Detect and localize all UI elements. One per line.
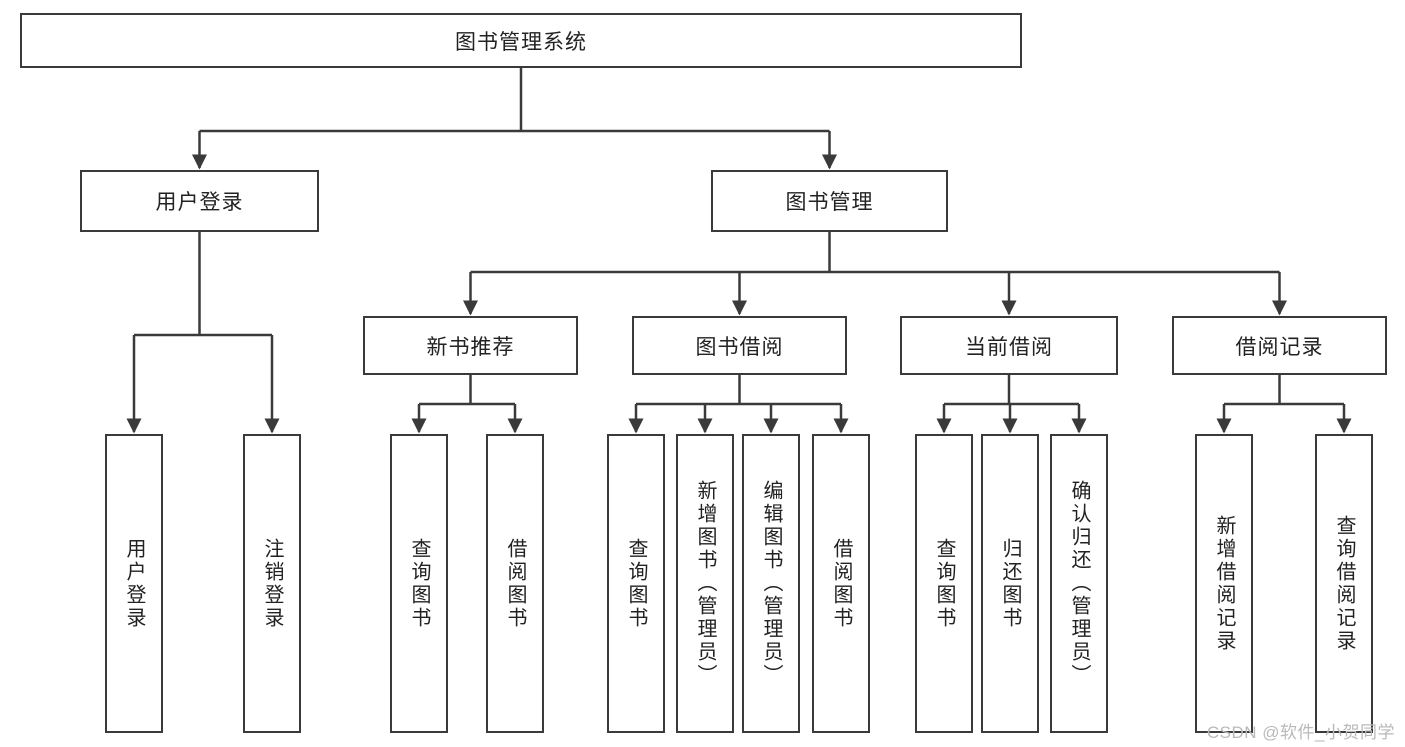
node-root[interactable]: 图书管理系统 <box>20 13 1022 68</box>
node-borrow-record[interactable]: 借阅记录 <box>1172 316 1387 375</box>
leaf-borrow-book-recommend[interactable]: 借阅图书 <box>486 434 544 733</box>
leaf-borrow-book[interactable]: 借阅图书 <box>812 434 870 733</box>
node-label: 归还图书 <box>999 537 1021 630</box>
node-label: 当前借阅 <box>965 335 1053 359</box>
node-label: 用户登录 <box>155 191 244 214</box>
leaf-edit-book[interactable]: 编辑图书（管理员） <box>742 434 800 733</box>
leaf-add-borrow-record[interactable]: 新增借阅记录 <box>1195 434 1253 733</box>
node-label: 新书推荐 <box>426 335 515 359</box>
node-label: 借阅图书 <box>504 537 526 630</box>
node-label: 查询借阅记录 <box>1333 514 1355 653</box>
node-current-borrow[interactable]: 当前借阅 <box>900 316 1118 375</box>
leaf-query-borrow-record[interactable]: 查询借阅记录 <box>1315 434 1373 733</box>
leaf-logout[interactable]: 注销登录 <box>243 434 301 733</box>
node-label: 确认归还（管理员） <box>1068 480 1090 687</box>
leaf-user-login[interactable]: 用户登录 <box>105 434 163 733</box>
node-new-book-recommend[interactable]: 新书推荐 <box>363 316 578 375</box>
node-label: 用户登录 <box>123 537 145 630</box>
node-label: 图书借阅 <box>695 335 784 359</box>
watermark: CSDN @软件_小贺同学 <box>1206 723 1395 742</box>
node-label: 注销登录 <box>261 537 283 630</box>
node-label: 新增图书（管理员） <box>694 480 716 687</box>
node-label: 查询图书 <box>625 537 647 630</box>
node-label: 新增借阅记录 <box>1213 514 1235 653</box>
leaf-return-book[interactable]: 归还图书 <box>981 434 1039 733</box>
node-label: 图书管理系统 <box>455 30 587 54</box>
node-label: 借阅图书 <box>830 537 852 630</box>
node-label: 查询图书 <box>408 537 430 630</box>
node-label: 查询图书 <box>933 537 955 630</box>
leaf-confirm-return[interactable]: 确认归还（管理员） <box>1050 434 1108 733</box>
node-book-manage[interactable]: 图书管理 <box>711 170 948 232</box>
leaf-query-book-recommend[interactable]: 查询图书 <box>390 434 448 733</box>
node-label: 编辑图书（管理员） <box>760 480 782 687</box>
node-label: 借阅记录 <box>1235 335 1324 359</box>
node-label: 图书管理 <box>785 191 874 214</box>
leaf-add-book[interactable]: 新增图书（管理员） <box>676 434 734 733</box>
leaf-query-book-current[interactable]: 查询图书 <box>915 434 973 733</box>
node-book-borrow[interactable]: 图书借阅 <box>632 316 847 375</box>
leaf-query-book-borrow[interactable]: 查询图书 <box>607 434 665 733</box>
node-user-login[interactable]: 用户登录 <box>80 170 319 232</box>
